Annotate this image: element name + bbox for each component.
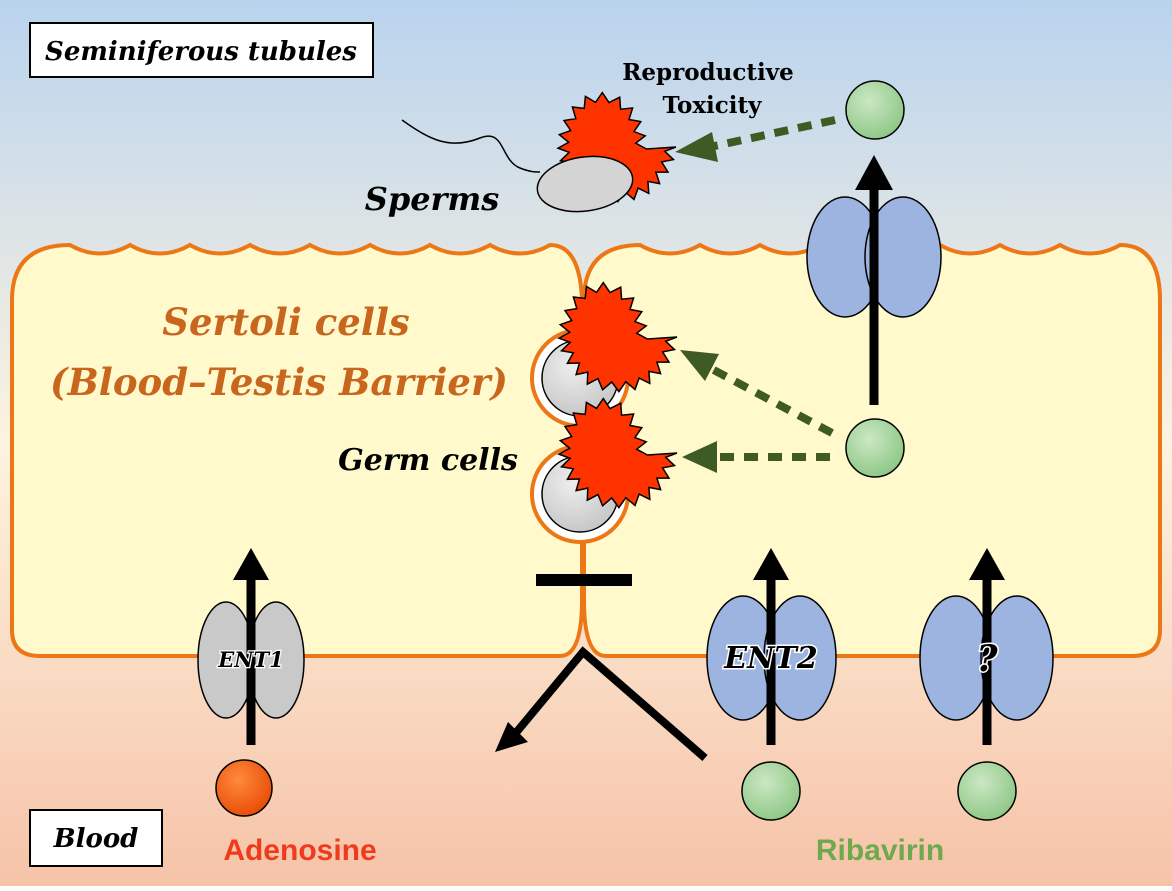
ribavirin-molecule-icon: [741, 761, 801, 821]
sperm-icon: [401, 119, 634, 213]
toxicity-burst-icon: [557, 281, 678, 393]
top-efflux-transporter-icon: [806, 196, 942, 318]
sertoli-label-line1: Sertoli cells: [162, 300, 410, 344]
toxicity-label-line1: Reproductive: [622, 59, 793, 86]
ent1-label: ENT1: [217, 647, 283, 672]
adenosine-label: Adenosine: [223, 834, 376, 867]
paracellular-blocked-arrow: [495, 646, 708, 762]
ribavirin-label: Ribavirin: [816, 834, 944, 867]
ribavirin-molecule-icon: [845, 80, 905, 140]
unknown-transporter-icon: [919, 595, 1054, 721]
tubules-label: Seminiferous tubules: [45, 37, 357, 67]
toxicity-burst-icon: [557, 397, 678, 509]
germ-cells-label: Germ cells: [338, 443, 518, 478]
blood-label-box: [29, 809, 163, 867]
ent2-label: ENT2: [723, 641, 818, 676]
unknown-transporter-label: ?: [976, 638, 998, 680]
toxicity-label-line2: Toxicity: [663, 92, 763, 119]
sertoli-label-line2: (Blood–Testis Barrier): [50, 360, 508, 404]
ribavirin-molecule-icon: [845, 418, 905, 478]
dashed-arrowheads: [675, 132, 719, 473]
ribavirin-molecule-icon: [957, 761, 1017, 821]
arrowheads: [233, 155, 1005, 580]
tubules-label-box: [29, 22, 374, 78]
transport-arrows: [246, 190, 992, 745]
ent1-transporter-icon: [197, 601, 305, 719]
sperms-label: Sperms: [365, 180, 500, 218]
dashed-arrows: [708, 116, 836, 461]
blood-label: Blood: [53, 824, 139, 854]
adenosine-molecule-icon: [215, 759, 273, 817]
ent2-transporter-icon: [706, 595, 837, 721]
